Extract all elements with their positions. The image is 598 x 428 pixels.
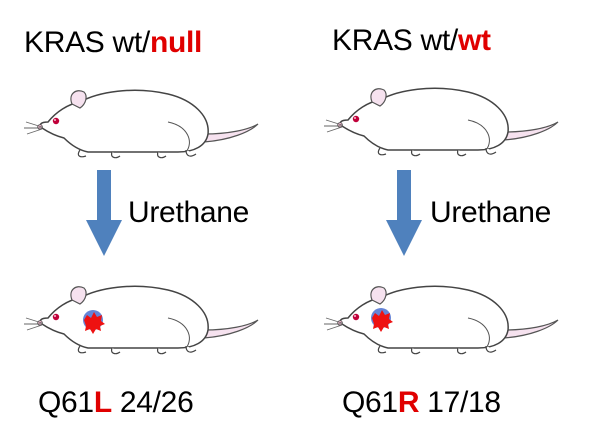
- left-genotype-prefix: KRAS wt/: [24, 26, 150, 59]
- right-mutation-count: 17/18: [419, 386, 501, 419]
- left-genotype-allele: null: [149, 26, 203, 59]
- left-mutation-prefix: Q61: [38, 386, 94, 419]
- left-mutation-label: Q61L 24/26: [38, 386, 194, 419]
- right-mouse-tumor-icon: [323, 285, 559, 355]
- right-mutation-residue: R: [397, 386, 420, 419]
- right-treatment-label: Urethane: [430, 196, 552, 229]
- left-tumor-icon: [83, 310, 105, 334]
- right-down-arrow-icon: [386, 170, 422, 256]
- right-genotype-prefix: KRAS wt/: [332, 24, 458, 57]
- right-tumor-icon: [371, 308, 393, 332]
- left-mouse-tumor-icon: [23, 285, 259, 355]
- right-mutation-prefix: Q61: [342, 386, 398, 419]
- left-genotype-label: KRAS wt/null: [24, 28, 202, 58]
- left-treatment-label: Urethane: [128, 196, 250, 229]
- left-mutation-count: 24/26: [111, 386, 194, 419]
- left-down-arrow-icon: [86, 170, 122, 256]
- right-genotype-label: KRAS wt/wt: [332, 26, 491, 56]
- right-mouse-before-icon: [323, 87, 559, 157]
- right-mutation-label: Q61R 17/18: [342, 388, 501, 418]
- right-genotype-allele: wt: [457, 24, 491, 57]
- left-mouse-before-icon: [23, 89, 259, 159]
- left-mutation-residue: L: [93, 386, 112, 419]
